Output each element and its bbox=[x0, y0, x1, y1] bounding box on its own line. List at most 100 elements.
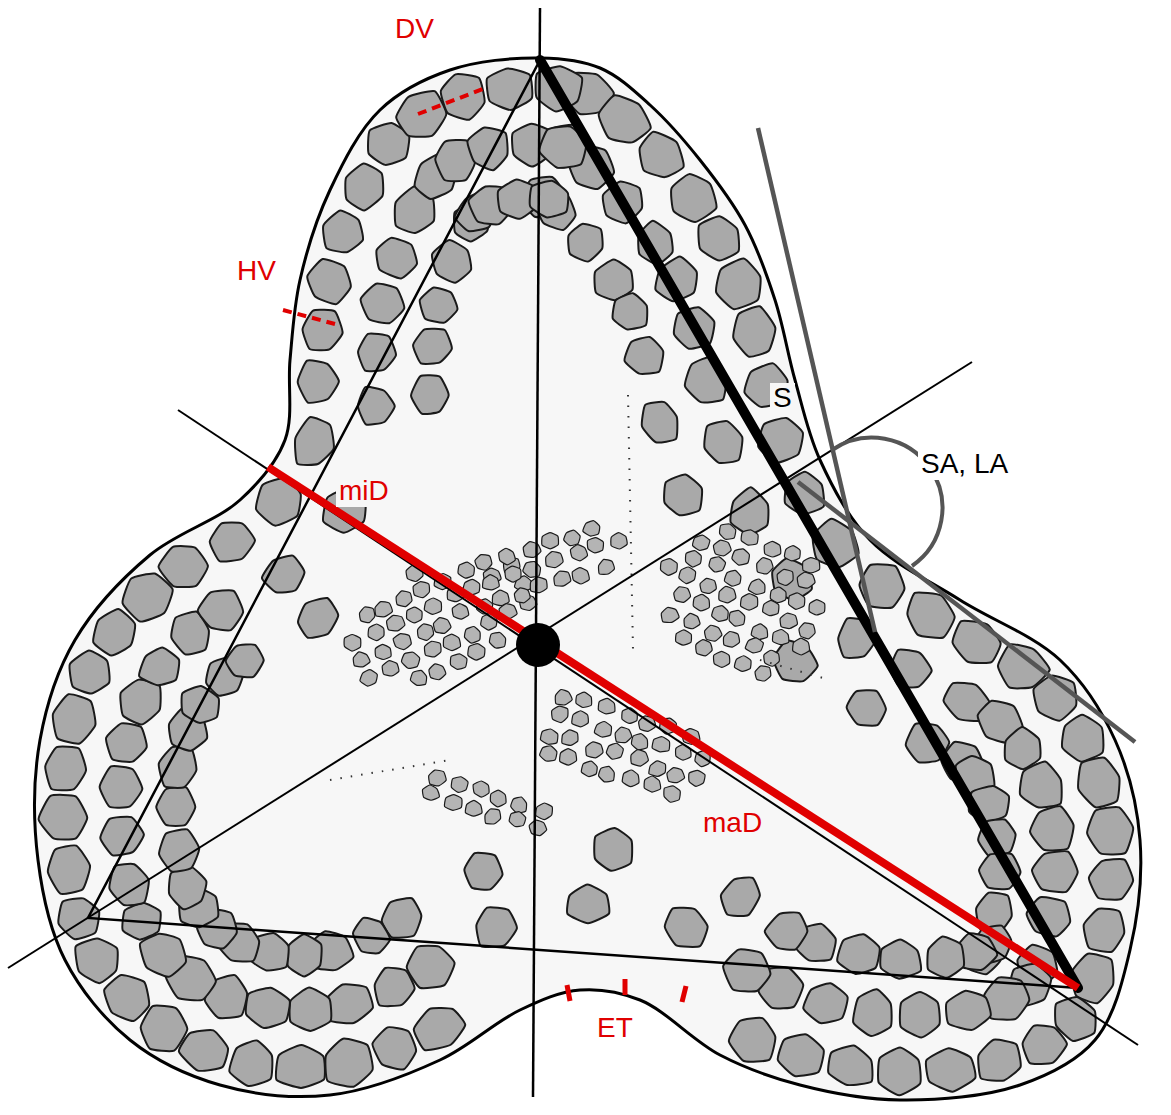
scale-shape bbox=[946, 991, 991, 1030]
scale-shape bbox=[689, 770, 705, 786]
scale-shape bbox=[757, 558, 773, 574]
scale-shape bbox=[570, 545, 587, 561]
scale-shape bbox=[1078, 758, 1119, 808]
scale-shape bbox=[407, 946, 455, 988]
scale-shape bbox=[323, 210, 363, 252]
scale-shape bbox=[325, 1039, 372, 1087]
scale-shape bbox=[803, 558, 820, 573]
scale-shape bbox=[555, 689, 572, 705]
scale-shape bbox=[70, 650, 110, 693]
scale-shape bbox=[799, 623, 815, 639]
scale-shape bbox=[611, 533, 627, 549]
scale-shape bbox=[803, 983, 847, 1023]
scale-shape bbox=[393, 634, 411, 650]
scale-shape bbox=[499, 548, 516, 565]
scale-shape bbox=[414, 1008, 465, 1050]
scale-shape bbox=[387, 615, 405, 631]
scale-shape bbox=[198, 590, 243, 630]
scale-shape bbox=[290, 988, 332, 1031]
scale-shape bbox=[572, 568, 589, 584]
leaf-outline bbox=[35, 58, 1141, 1100]
scale-shape bbox=[828, 1045, 872, 1085]
axis-line bbox=[178, 410, 1138, 1045]
scale-shape bbox=[721, 877, 760, 916]
scale-shape bbox=[640, 132, 684, 177]
scale-shape bbox=[594, 828, 632, 871]
scale-shape bbox=[429, 770, 447, 786]
scale-shape bbox=[696, 640, 712, 656]
scale-shape bbox=[581, 761, 597, 776]
scale-shape bbox=[751, 624, 767, 640]
scale-shape bbox=[122, 573, 172, 621]
scale-shape bbox=[622, 770, 639, 787]
scale-shape bbox=[39, 795, 88, 840]
scale-shape bbox=[560, 749, 577, 765]
dimension-label: miD bbox=[336, 476, 392, 507]
scale-shape bbox=[295, 417, 334, 465]
scale-shape bbox=[450, 654, 467, 669]
notch-tick bbox=[682, 986, 686, 1002]
scale-shape bbox=[729, 1018, 775, 1062]
scale-shape bbox=[704, 421, 742, 463]
scale-shape bbox=[536, 803, 553, 820]
scale-shape bbox=[789, 593, 805, 609]
scale-shape bbox=[572, 711, 589, 727]
scale-shape bbox=[723, 631, 739, 647]
scale-shape bbox=[723, 949, 770, 991]
scale-shape bbox=[372, 1027, 416, 1069]
scale-shape bbox=[674, 587, 691, 603]
scale-shape bbox=[104, 975, 149, 1021]
scale-shape bbox=[660, 559, 677, 576]
axis-line bbox=[533, 8, 540, 1097]
outline-layer bbox=[35, 58, 1141, 1100]
scale-shape bbox=[622, 708, 638, 723]
side-label: S bbox=[770, 383, 795, 414]
scale-shape bbox=[880, 940, 921, 979]
scale-shape bbox=[777, 569, 793, 585]
scale-shape bbox=[358, 334, 396, 372]
scale-shape bbox=[568, 224, 602, 262]
scale-shape bbox=[624, 337, 663, 374]
scale-shape bbox=[287, 934, 321, 976]
scale-shape bbox=[353, 652, 370, 667]
scale-shape bbox=[523, 542, 541, 558]
scale-shape bbox=[376, 238, 417, 279]
scale-shape bbox=[368, 624, 384, 641]
scale-shape bbox=[685, 551, 701, 567]
scale-shape bbox=[953, 621, 1001, 663]
scale-shape bbox=[169, 867, 207, 910]
scale-shape bbox=[529, 820, 546, 836]
scale-shape bbox=[631, 734, 647, 750]
side-length-line bbox=[540, 60, 1078, 988]
scale-shape bbox=[432, 240, 471, 283]
scale-shape bbox=[396, 591, 412, 607]
line-layer bbox=[8, 8, 1138, 1097]
scale-shape bbox=[226, 644, 264, 677]
scale-shape bbox=[847, 690, 886, 725]
scale-shape bbox=[665, 908, 708, 947]
scale-shape bbox=[741, 530, 758, 545]
scale-shape bbox=[100, 766, 143, 808]
scale-shape bbox=[978, 1040, 1021, 1081]
scale-shape bbox=[809, 600, 825, 615]
scale-shape bbox=[303, 310, 343, 350]
notch-tick bbox=[567, 985, 570, 1001]
scale-shape bbox=[564, 530, 580, 545]
scale-shape bbox=[745, 638, 763, 653]
scale-shape bbox=[490, 790, 506, 807]
scale-shape bbox=[770, 587, 786, 602]
scale-shape bbox=[664, 474, 702, 515]
scale-shape bbox=[159, 546, 208, 587]
scale-shape bbox=[1030, 806, 1074, 850]
scale-shape bbox=[900, 992, 940, 1038]
scale-shape bbox=[606, 743, 623, 759]
scale-shape bbox=[692, 535, 709, 550]
scale-shape bbox=[780, 613, 797, 628]
scale-shape bbox=[424, 641, 441, 657]
scale-shape bbox=[615, 727, 632, 742]
scale-shape bbox=[298, 598, 338, 638]
scale-shape bbox=[583, 521, 600, 536]
scale-shape bbox=[159, 747, 197, 788]
scale-shape bbox=[698, 216, 739, 260]
scale-shape bbox=[276, 1045, 325, 1088]
